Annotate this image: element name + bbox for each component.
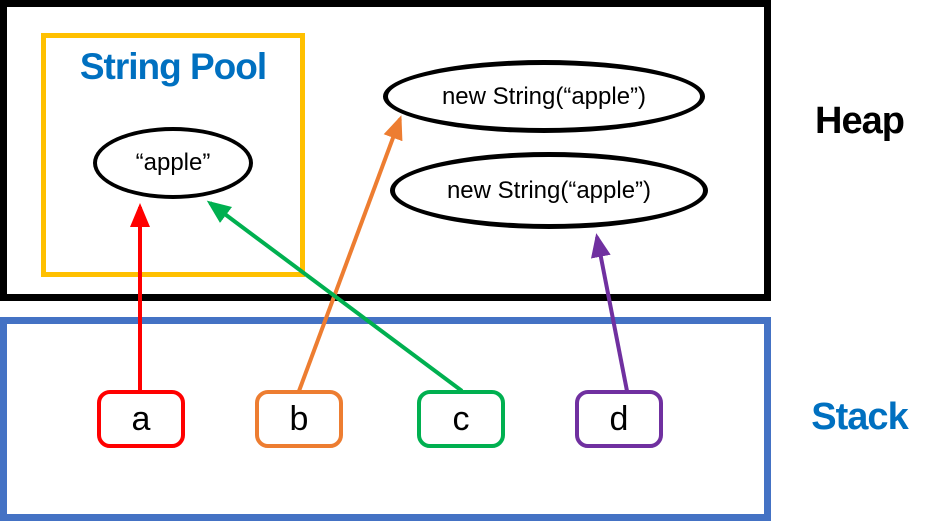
variable-c-label: c — [452, 399, 470, 438]
stack-label: Stack — [811, 396, 908, 438]
heap-object-2-node: new String(“apple”) — [390, 152, 708, 229]
variable-box-c: c — [417, 390, 505, 448]
variable-a-label: a — [131, 399, 151, 438]
variable-b-label: b — [289, 399, 309, 438]
string-pool-literal-text: “apple” — [135, 149, 211, 176]
string-pool-label: String Pool — [79, 46, 267, 87]
heap-label: Heap — [815, 100, 905, 142]
heap-object-2-text: new String(“apple”) — [446, 176, 652, 204]
variable-box-b: b — [255, 390, 343, 448]
variable-box-d: d — [575, 390, 663, 448]
variable-box-a: a — [97, 390, 185, 448]
heap-object-1-node: new String(“apple”) — [383, 60, 705, 133]
heap-object-1-text: new String(“apple”) — [441, 82, 647, 110]
string-pool-literal-node: “apple” — [93, 127, 253, 199]
variable-d-label: d — [609, 399, 629, 438]
